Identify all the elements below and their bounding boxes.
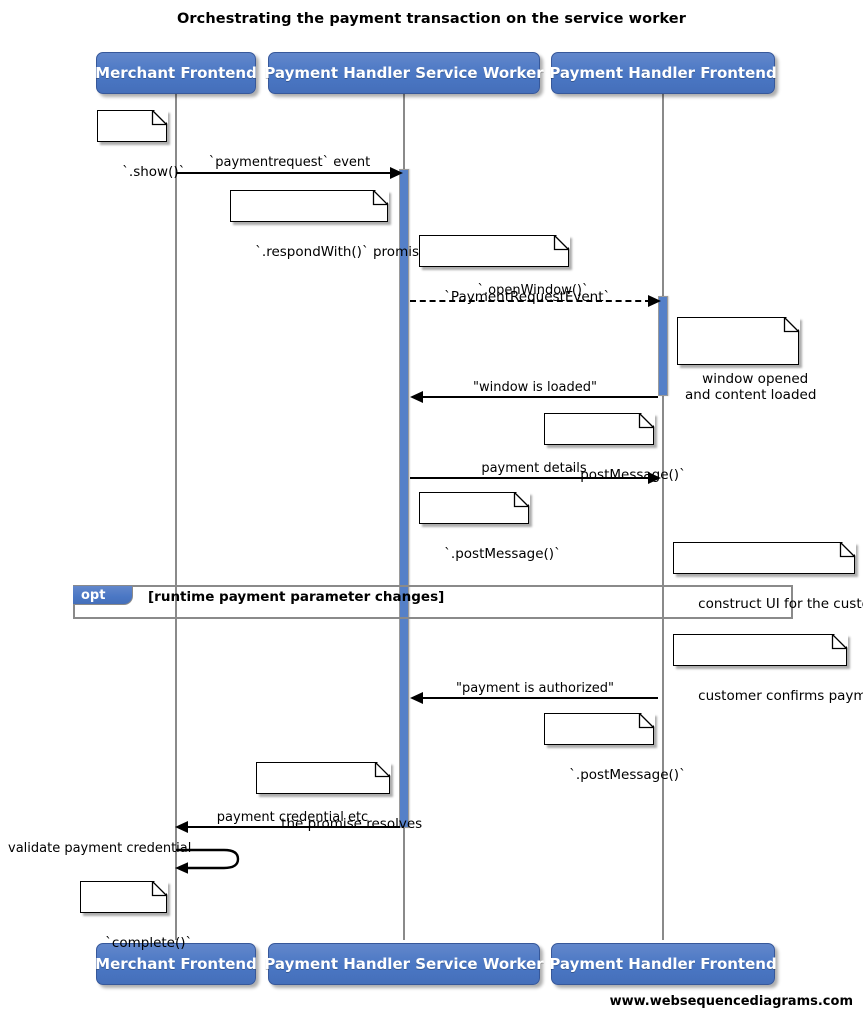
- message-arrowhead-open-window: [648, 295, 661, 307]
- note-fold-icon: [640, 412, 655, 427]
- participant-label: Payment Handler Service Worker: [264, 955, 544, 973]
- lifeline-merchant: [175, 94, 177, 940]
- note-fold-icon: [153, 109, 168, 124]
- note-fold-icon: [841, 541, 856, 556]
- message-line-payment-details: [410, 477, 649, 479]
- note-text: `.postMessage()`: [444, 546, 561, 562]
- note-fold-lines-icon: [831, 634, 847, 650]
- note-the-promise-resolves: the promise resolves: [256, 761, 422, 832]
- participant-label: Merchant Frontend: [95, 955, 257, 973]
- message-line-open-window: [410, 300, 651, 302]
- activation-bar-payment-handler-frontend: [658, 296, 668, 396]
- message-label-open-window: `.openWindow()`: [410, 283, 656, 298]
- message-arrowhead-payment-credential-etc: [175, 821, 188, 833]
- participant-label: Merchant Frontend: [95, 64, 257, 82]
- note-fold-icon: [640, 712, 655, 727]
- message-line-payment-is-authorized: [423, 697, 658, 699]
- participant-service-worker-top[interactable]: Payment Handler Service Worker: [264, 52, 544, 94]
- note-fold-icon: [555, 234, 570, 249]
- message-line-window-is-loaded: [423, 396, 658, 398]
- note-text: `.postMessage()`: [569, 767, 686, 783]
- note-text: `.respondWith()` promise: [255, 244, 428, 260]
- participant-label: Payment Handler Frontend: [549, 955, 777, 973]
- note-payment-request-event: `PaymentRequestEvent`: [419, 234, 610, 305]
- activation-bar-service-worker: [399, 169, 409, 828]
- note-post-message-below-payment-details: `.postMessage()`: [419, 491, 561, 562]
- watermark-footer: www.websequencediagrams.com: [609, 994, 853, 1009]
- note-text: `complete()`: [105, 935, 193, 951]
- note-fold-lines-icon: [151, 110, 167, 126]
- note-respond-with-promise: `.respondWith()` promise: [230, 189, 427, 260]
- note-fold-lines-icon: [513, 492, 529, 508]
- participant-payment-handler-frontend-top[interactable]: Payment Handler Frontend: [549, 52, 777, 94]
- note-fold-icon: [833, 633, 848, 648]
- note-text: `PaymentRequestEvent`: [444, 289, 611, 305]
- note-text: construct UI for the customer: [698, 596, 863, 612]
- message-arrowhead-paymentrequest-event: [390, 167, 403, 179]
- note-complete: `complete()`: [80, 880, 192, 951]
- diagram-title: Orchestrating the payment transaction on…: [177, 11, 686, 27]
- note-customer-confirms-payment: customer confirms payment: [673, 633, 863, 704]
- note-text: window opened and content loaded: [685, 371, 817, 403]
- fragment-opt-condition: [runtime payment parameter changes]: [148, 589, 445, 605]
- fragment-operator-label: opt: [81, 587, 106, 603]
- note-window-opened-and-content-loaded: window opened and content loaded: [677, 316, 816, 403]
- note-post-message-sw-to-phf: `.postMessage()`: [544, 412, 686, 483]
- note-fold-icon: [374, 189, 389, 204]
- note-construct-ui-for-the-customer: construct UI for the customer: [673, 541, 863, 612]
- message-label-validate-payment-credential: validate payment credential: [8, 841, 192, 856]
- message-label-payment-is-authorized: "payment is authorized": [455, 681, 615, 696]
- participant-merchant-frontend-top[interactable]: Merchant Frontend: [95, 52, 257, 94]
- note-text: customer confirms payment: [698, 688, 863, 704]
- note-fold-lines-icon: [374, 762, 390, 778]
- note-fold-lines-icon: [553, 235, 569, 251]
- message-label-payment-details: payment details: [481, 461, 587, 476]
- fragment-opt-tab: opt: [73, 586, 133, 605]
- note-fold-lines-icon: [638, 413, 654, 429]
- participant-label: Payment Handler Frontend: [549, 64, 777, 82]
- note-fold-icon: [515, 491, 530, 506]
- note-fold-lines-icon: [783, 317, 799, 333]
- participant-label: Payment Handler Service Worker: [264, 64, 544, 82]
- note-post-message-phf-to-sw: `.postMessage()`: [544, 712, 686, 783]
- note-fold-icon: [153, 880, 168, 895]
- message-label-paymentrequest-event: `paymentrequest` event: [208, 155, 371, 170]
- participant-payment-handler-frontend-bottom[interactable]: Payment Handler Frontend: [549, 943, 777, 985]
- message-line-payment-credential-etc: [188, 826, 400, 828]
- message-label-payment-credential-etc: payment credential etc: [216, 810, 368, 825]
- note-fold-icon: [376, 761, 391, 776]
- message-arrowhead-window-is-loaded: [410, 391, 423, 403]
- message-line-paymentrequest-event: [176, 172, 392, 174]
- message-arrowhead-payment-details: [648, 472, 661, 484]
- lifeline-payment-handler-frontend: [662, 94, 664, 940]
- message-arrowhead-payment-is-authorized: [410, 692, 423, 704]
- note-fold-lines-icon: [638, 713, 654, 729]
- note-text: `.postMessage()`: [569, 467, 686, 483]
- note-fold-icon: [785, 316, 800, 331]
- note-fold-lines-icon: [372, 190, 388, 206]
- note-fold-lines-icon: [839, 542, 855, 558]
- note-text: the promise resolves: [281, 816, 423, 832]
- self-message-loop-validate-payment-credential: [175, 848, 240, 874]
- message-label-window-is-loaded: "window is loaded": [473, 380, 597, 395]
- note-show: `.show()`: [97, 109, 185, 180]
- participant-merchant-frontend-bottom[interactable]: Merchant Frontend: [95, 943, 257, 985]
- note-fold-lines-icon: [151, 881, 167, 897]
- note-text: `.show()`: [122, 164, 186, 180]
- participant-service-worker-bottom[interactable]: Payment Handler Service Worker: [264, 943, 544, 985]
